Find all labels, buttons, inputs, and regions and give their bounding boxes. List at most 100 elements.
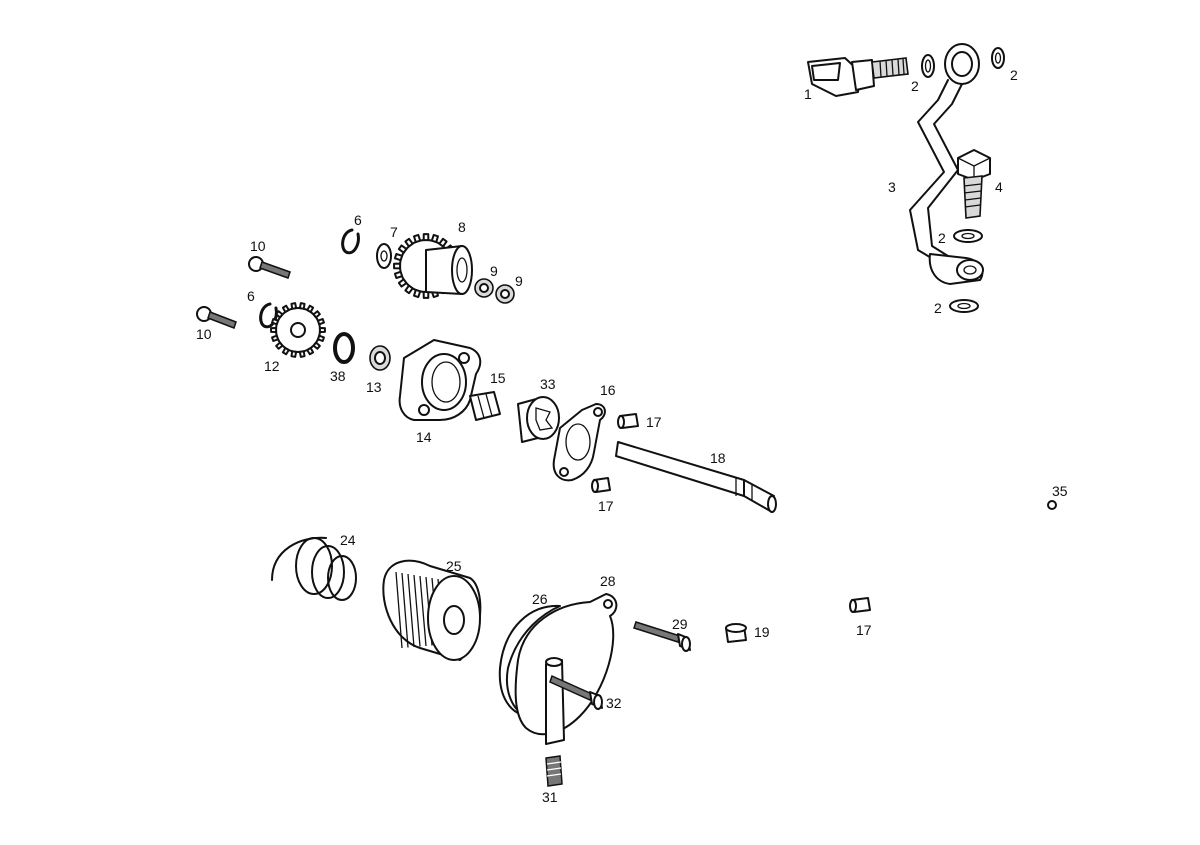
gear-tooth bbox=[281, 346, 290, 356]
filter-pleat bbox=[413, 574, 421, 647]
label-29: 29 bbox=[672, 616, 688, 632]
gear-tooth bbox=[270, 327, 278, 333]
part-17-pin-lower bbox=[591, 477, 611, 493]
label-17c: 17 bbox=[856, 622, 872, 638]
label-15: 15 bbox=[490, 370, 506, 386]
label-12: 12 bbox=[264, 358, 280, 374]
label-19: 19 bbox=[754, 624, 770, 640]
gear-tooth bbox=[318, 327, 326, 333]
gear-tooth bbox=[393, 253, 404, 262]
part-33-pump-rotor bbox=[517, 396, 560, 443]
gear-tooth bbox=[281, 304, 290, 314]
label-13: 13 bbox=[366, 379, 382, 395]
part-18-pump-shaft bbox=[615, 441, 777, 513]
label-35: 35 bbox=[1052, 483, 1068, 499]
gear-tooth bbox=[298, 350, 306, 358]
label-1: 1 bbox=[804, 86, 812, 102]
part-4-bolt bbox=[957, 149, 991, 219]
part-labels: 1 2 2 3 4 2 2 6 7 8 9 9 10 6 10 12 38 13… bbox=[196, 67, 1068, 805]
label-2a: 2 bbox=[911, 78, 919, 94]
label-2d: 2 bbox=[934, 300, 942, 316]
gear-tooth bbox=[290, 302, 298, 310]
label-31: 31 bbox=[542, 789, 558, 805]
label-9a: 9 bbox=[490, 263, 498, 279]
gear-tooth bbox=[298, 302, 306, 310]
label-8: 8 bbox=[458, 219, 466, 235]
gear-tooth bbox=[312, 341, 321, 350]
part-6-circlip-upper bbox=[341, 228, 360, 255]
gear-tooth bbox=[306, 346, 315, 356]
label-18: 18 bbox=[710, 450, 726, 466]
label-7: 7 bbox=[390, 224, 398, 240]
gear-tooth bbox=[271, 334, 280, 342]
part-3-oil-pipe bbox=[909, 43, 984, 285]
part-15-coupling bbox=[469, 391, 501, 421]
part-16-pump-cover bbox=[552, 403, 606, 482]
part-32-bolt bbox=[549, 674, 603, 710]
label-17a: 17 bbox=[646, 414, 662, 430]
part-35-ball bbox=[1047, 500, 1057, 510]
gear-tooth bbox=[393, 262, 402, 270]
label-25: 25 bbox=[446, 558, 462, 574]
gear-tooth bbox=[422, 233, 430, 242]
part-2-washer-bottom bbox=[949, 299, 979, 313]
part-6-circlip-lower bbox=[259, 302, 278, 329]
gear-tooth bbox=[275, 310, 284, 319]
label-38: 38 bbox=[330, 368, 346, 384]
gear-tooth bbox=[271, 318, 280, 326]
gear-tooth bbox=[306, 304, 315, 314]
part-10-screw-upper bbox=[248, 256, 291, 279]
part-9-bushing-1 bbox=[474, 278, 494, 298]
part-17-pin-upper bbox=[617, 413, 639, 429]
label-16: 16 bbox=[600, 382, 616, 398]
gear-tooth bbox=[438, 237, 448, 248]
part-12-sprocket bbox=[270, 302, 326, 358]
gear-tooth bbox=[397, 278, 408, 288]
filter-pleat bbox=[401, 572, 409, 648]
gear-tooth bbox=[413, 233, 422, 244]
gear-tooth bbox=[275, 341, 284, 350]
part-24-spring bbox=[271, 536, 357, 601]
part-26-gasket bbox=[498, 604, 561, 717]
label-24: 24 bbox=[340, 532, 356, 548]
label-9b: 9 bbox=[515, 273, 523, 289]
part-7-washer bbox=[376, 243, 392, 269]
label-2c: 2 bbox=[938, 230, 946, 246]
label-26: 26 bbox=[532, 591, 548, 607]
label-17b: 17 bbox=[598, 498, 614, 514]
label-33: 33 bbox=[540, 376, 556, 392]
label-28: 28 bbox=[600, 573, 616, 589]
label-6a: 6 bbox=[354, 212, 362, 228]
part-2-washer-top-right bbox=[991, 47, 1005, 69]
label-14: 14 bbox=[416, 429, 432, 445]
gear-tooth bbox=[404, 284, 414, 295]
part-10-screw-lower bbox=[196, 306, 237, 329]
label-6b: 6 bbox=[247, 288, 255, 304]
part-28-filter-cover bbox=[514, 593, 618, 745]
part-2-washer-top-left bbox=[921, 54, 935, 78]
label-4: 4 bbox=[995, 179, 1003, 195]
gear-tooth bbox=[413, 288, 422, 299]
part-19-plug bbox=[725, 623, 747, 643]
part-8-drive-gear bbox=[393, 233, 473, 299]
part-2-washer-mid bbox=[953, 229, 983, 243]
gear-tooth bbox=[404, 237, 414, 248]
part-31-drain-screw bbox=[545, 755, 563, 787]
filter-pleat bbox=[407, 573, 415, 648]
gear-tooth bbox=[316, 334, 325, 342]
part-25-oil-filter bbox=[382, 559, 482, 661]
gear-tooth bbox=[430, 233, 439, 244]
part-1-sensor-connector bbox=[807, 57, 909, 97]
gear-tooth bbox=[397, 244, 408, 254]
filter-pleat bbox=[395, 571, 403, 649]
filter-pleat bbox=[419, 575, 427, 647]
part-38-o-ring bbox=[333, 332, 355, 364]
label-10b: 10 bbox=[196, 326, 212, 342]
gear-tooth bbox=[312, 310, 321, 319]
part-9-bushing-2 bbox=[495, 284, 515, 304]
label-32: 32 bbox=[606, 695, 622, 711]
label-2b: 2 bbox=[1010, 67, 1018, 83]
part-17-pin-right bbox=[849, 597, 871, 613]
part-29-bolt bbox=[633, 621, 691, 652]
